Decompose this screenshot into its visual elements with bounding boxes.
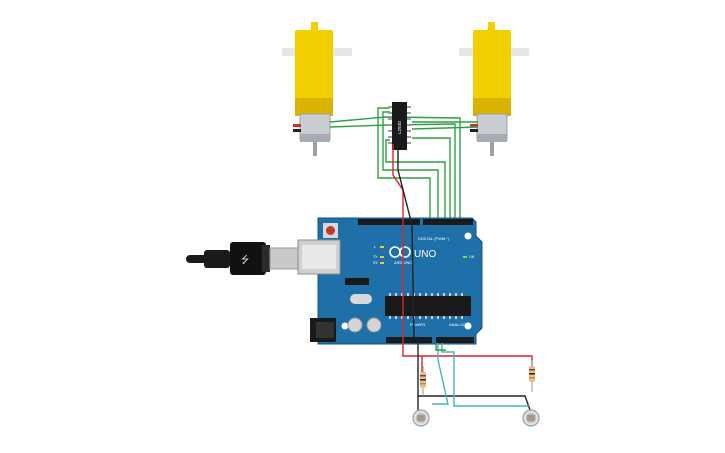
usb-plug-metal <box>269 247 301 270</box>
crystal-oscillator <box>350 294 372 304</box>
wire-green-4[interactable] <box>411 126 479 130</box>
motor-driver-ic[interactable]: L293D <box>388 102 411 150</box>
led-l <box>380 246 384 248</box>
wire-green-a-header[interactable] <box>435 343 446 351</box>
capacitor <box>366 317 382 333</box>
led-on-label: ON <box>469 255 475 259</box>
usb-cable[interactable]: ⭍ <box>186 242 301 275</box>
motor-rear-shaft <box>313 142 317 156</box>
resistor-band <box>529 377 535 379</box>
ic-body <box>392 102 407 150</box>
resistor-band <box>420 383 426 385</box>
wire-green-1[interactable] <box>329 116 461 222</box>
atmega-chip <box>385 296 471 316</box>
power-wires <box>392 144 533 411</box>
wire-teal-a0[interactable] <box>432 343 449 405</box>
wire-green-8[interactable] <box>412 137 451 222</box>
ic-pins-right <box>407 106 411 144</box>
led-l-label: L <box>374 245 376 249</box>
voltage-regulator <box>345 278 369 285</box>
led-tx-label: TX <box>373 255 378 259</box>
motor-terminal-red <box>293 124 301 127</box>
motor-gearbox-shade <box>295 98 333 116</box>
motor-gearbox <box>473 30 511 102</box>
mount-hole <box>341 322 349 330</box>
resistor-left[interactable] <box>420 366 426 396</box>
dc-motor-right[interactable] <box>459 22 529 156</box>
photoresistor-track-icon <box>527 415 535 421</box>
photoresistor-right[interactable] <box>522 409 540 427</box>
wire-green-7[interactable] <box>385 139 446 222</box>
analog-label: ANALOG IN <box>449 322 471 327</box>
wire-teal-a1[interactable] <box>441 343 530 407</box>
wire-green-2[interactable] <box>329 123 456 222</box>
usb-cable-tail <box>186 255 208 263</box>
resistor-band <box>420 379 426 381</box>
green-wires <box>329 107 479 222</box>
motor-terminal-black <box>293 129 301 132</box>
capacitor <box>347 317 363 333</box>
power-label: POWER <box>410 322 425 327</box>
arduino-logo-icon <box>389 246 411 258</box>
reset-button[interactable] <box>326 226 335 235</box>
mount-hole <box>464 232 472 240</box>
power-header <box>386 337 432 343</box>
wire-red-ic-5v[interactable] <box>392 144 423 372</box>
wire-black-right-sensor[interactable] <box>418 395 531 411</box>
motor-can-end <box>477 134 507 142</box>
atmega-pins <box>389 293 463 319</box>
led-tx <box>380 256 384 258</box>
motor-rear-shaft <box>490 142 494 156</box>
digital-label: DIGITAL (PWM~) <box>418 236 450 241</box>
led-on <box>463 256 467 258</box>
resistor-band <box>529 369 535 371</box>
usb-symbol-icon: ⭍ <box>241 254 249 266</box>
digital-header-1 <box>358 219 420 225</box>
wire-black-ic-gnd[interactable] <box>397 144 419 410</box>
resistor-band <box>529 373 535 375</box>
photoresistor-track-icon <box>417 415 425 421</box>
wire-green-5[interactable] <box>377 107 431 222</box>
motor-can-end <box>300 134 330 142</box>
ic-label: L293D <box>397 120 402 134</box>
motor-terminal-red <box>470 124 478 127</box>
motor-shaft-top <box>488 22 495 34</box>
dc-power-jack-front <box>316 322 334 338</box>
usb-strain-relief <box>204 250 230 268</box>
usb-plug-grip <box>262 245 270 272</box>
ic-pins-left <box>388 106 392 144</box>
analog-header <box>436 337 474 343</box>
arduino-model-text: UNO <box>414 249 436 260</box>
arduino-uno[interactable]: DIGITAL (PWM~) ARDUINO UNO L TX RX ON <box>297 217 483 345</box>
motor-terminal-black <box>470 129 478 132</box>
resistor-right[interactable] <box>529 360 535 392</box>
led-rx <box>380 262 384 264</box>
motor-gearbox <box>295 30 333 102</box>
dc-motor-left[interactable] <box>282 22 352 156</box>
motor-shaft-top <box>311 22 318 34</box>
resistor-band <box>420 375 426 377</box>
usb-plug-body <box>230 242 266 275</box>
usb-port-inner <box>302 245 336 269</box>
motor-gearbox-shade <box>473 98 511 116</box>
digital-header-2 <box>423 219 473 225</box>
led-rx-label: RX <box>373 261 379 265</box>
photoresistor-left[interactable] <box>412 409 430 427</box>
wire-green-6[interactable] <box>382 111 439 222</box>
mount-hole <box>464 322 472 330</box>
